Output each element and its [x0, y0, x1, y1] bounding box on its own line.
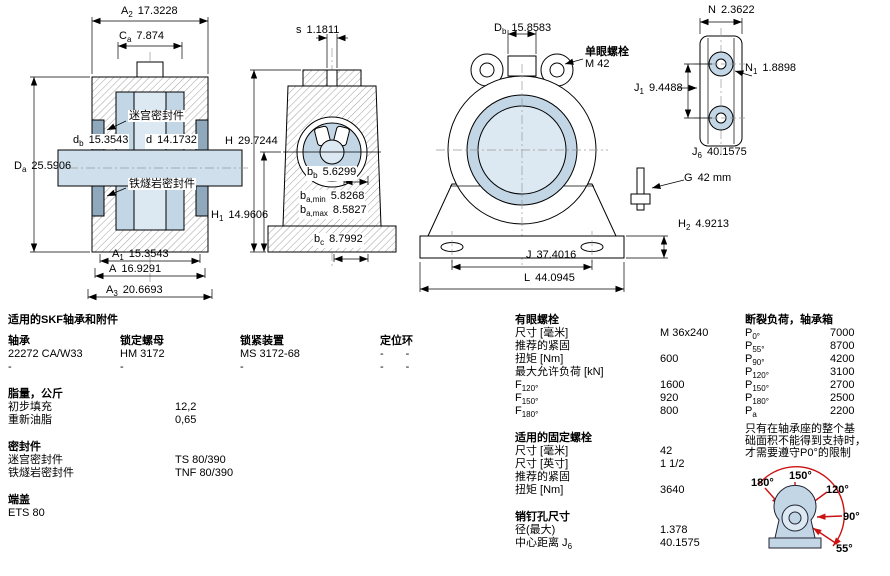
housing-icon	[768, 484, 822, 549]
spec-row: 扭矩 [Nm]3640	[515, 484, 685, 496]
spec-row-f120: F120°1600	[515, 379, 685, 394]
col-header-locking-device: 锁紧装置	[240, 335, 284, 347]
eyebolt-size: M 42	[585, 58, 610, 70]
note-line: 础面积不能得到支持时，	[745, 435, 866, 447]
breaking-loads-note: 只有在轴承座的整个基 础面积不能得到支持时， 才需要遵守P0°的限制	[745, 423, 887, 459]
fixing-bolts-title: 适用的固定螺栓	[515, 432, 592, 444]
angle-label-150: 150°	[789, 470, 812, 482]
top-view	[694, 28, 748, 154]
angle-label-180: 180°	[751, 477, 774, 489]
load-row-p120: P120°3100	[745, 366, 855, 381]
cell-locating-ring: - -	[380, 361, 410, 373]
spec-row: 推荐的紧固	[515, 471, 570, 483]
cell-locating-ring: - -	[380, 348, 410, 360]
spec-row: 尺寸 [英寸]1 1/2	[515, 458, 685, 470]
load-row-p90: P90°4200	[745, 353, 855, 368]
cell-bearing: -	[8, 361, 12, 373]
load-row-p55: P55°8700	[745, 340, 855, 355]
spec-row-f150: F150°920	[515, 392, 679, 407]
cell-locking-device: MS 3172-68	[240, 348, 300, 360]
taconite-seal-label: 铁燧岩密封件	[128, 178, 196, 191]
col-header-locating-ring: 定位环	[380, 335, 413, 347]
cross-section-dimension-lines	[250, 34, 369, 263]
note-line: 才需要遵守P0°的限制	[745, 447, 851, 459]
spec-row: 推荐的紧固	[515, 340, 570, 352]
col-header-lock-nut: 锁定螺母	[120, 335, 164, 347]
angle-label-120: 120°	[826, 484, 849, 496]
cell-lock-nut: HM 3172	[120, 348, 165, 360]
spec-row: 扭矩 [Nm]600	[515, 353, 679, 365]
load-row-p0: P0°7000	[745, 327, 855, 342]
breaking-loads-title: 断裂负荷，轴承箱	[745, 314, 833, 326]
spec-row: 尺寸 [毫米]M 36x240	[515, 327, 709, 339]
pin-holes-title: 销钉孔尺寸	[515, 511, 570, 523]
front-view-dimension-lines	[419, 30, 697, 293]
load-row-p150: P150°2700	[745, 379, 855, 394]
spec-row-f180: F180°800	[515, 405, 679, 420]
eyebolt-callout: 单眼螺栓 M 42	[585, 46, 629, 70]
side-view-dimension-lines	[30, 17, 213, 301]
bolts-section: 有眼螺栓 尺寸 [毫米]M 36x240 推荐的紧固 扭矩 [Nm]600 最大…	[515, 314, 740, 552]
load-row-p180: P180°2500	[745, 392, 855, 407]
top-view-dimension-lines	[684, 18, 753, 119]
eyebolt-label: 单眼螺栓	[585, 46, 629, 58]
load-angle-diagram	[758, 466, 845, 549]
end-cover-title: 端盖	[8, 494, 30, 506]
spec-row: 尺寸 [毫米]42	[515, 445, 673, 457]
angle-label-90: 90°	[843, 511, 860, 523]
col-header-bearing: 轴承	[8, 335, 30, 347]
angle-label-55: 55°	[836, 543, 853, 555]
cell-bearing: 22272 CA/W33	[8, 348, 83, 360]
spec-row: 径(最大)1.378	[515, 524, 688, 536]
eye-bolts-title: 有眼螺栓	[515, 314, 559, 326]
front-view	[419, 53, 651, 268]
breaking-loads-section: 断裂负荷，轴承箱 P0°7000 P55°8700 P90°4200 P120°…	[745, 314, 887, 459]
cell-locking-device: -	[240, 361, 244, 373]
seals-title: 密封件	[8, 441, 41, 453]
labyrinth-seal-label: 迷宫密封件	[128, 110, 185, 123]
bearings-title: 适用的SKF轴承和附件	[8, 314, 118, 326]
bearings-accessories-section: 适用的SKF轴承和附件 轴承 锁定螺母 锁紧装置 定位环 22272 CA/W3…	[8, 314, 448, 520]
bearings-table: 轴承 锁定螺母 锁紧装置 定位环 22272 CA/W33 HM 3172 MS…	[8, 335, 448, 374]
grease-title: 脂量，公斤	[8, 388, 63, 400]
end-cover-value: ETS 80	[8, 507, 45, 519]
spec-row: 最大允许负荷 [kN]	[515, 366, 604, 378]
cell-lock-nut: -	[120, 361, 124, 373]
note-line: 只有在轴承座的整个基	[745, 423, 855, 435]
